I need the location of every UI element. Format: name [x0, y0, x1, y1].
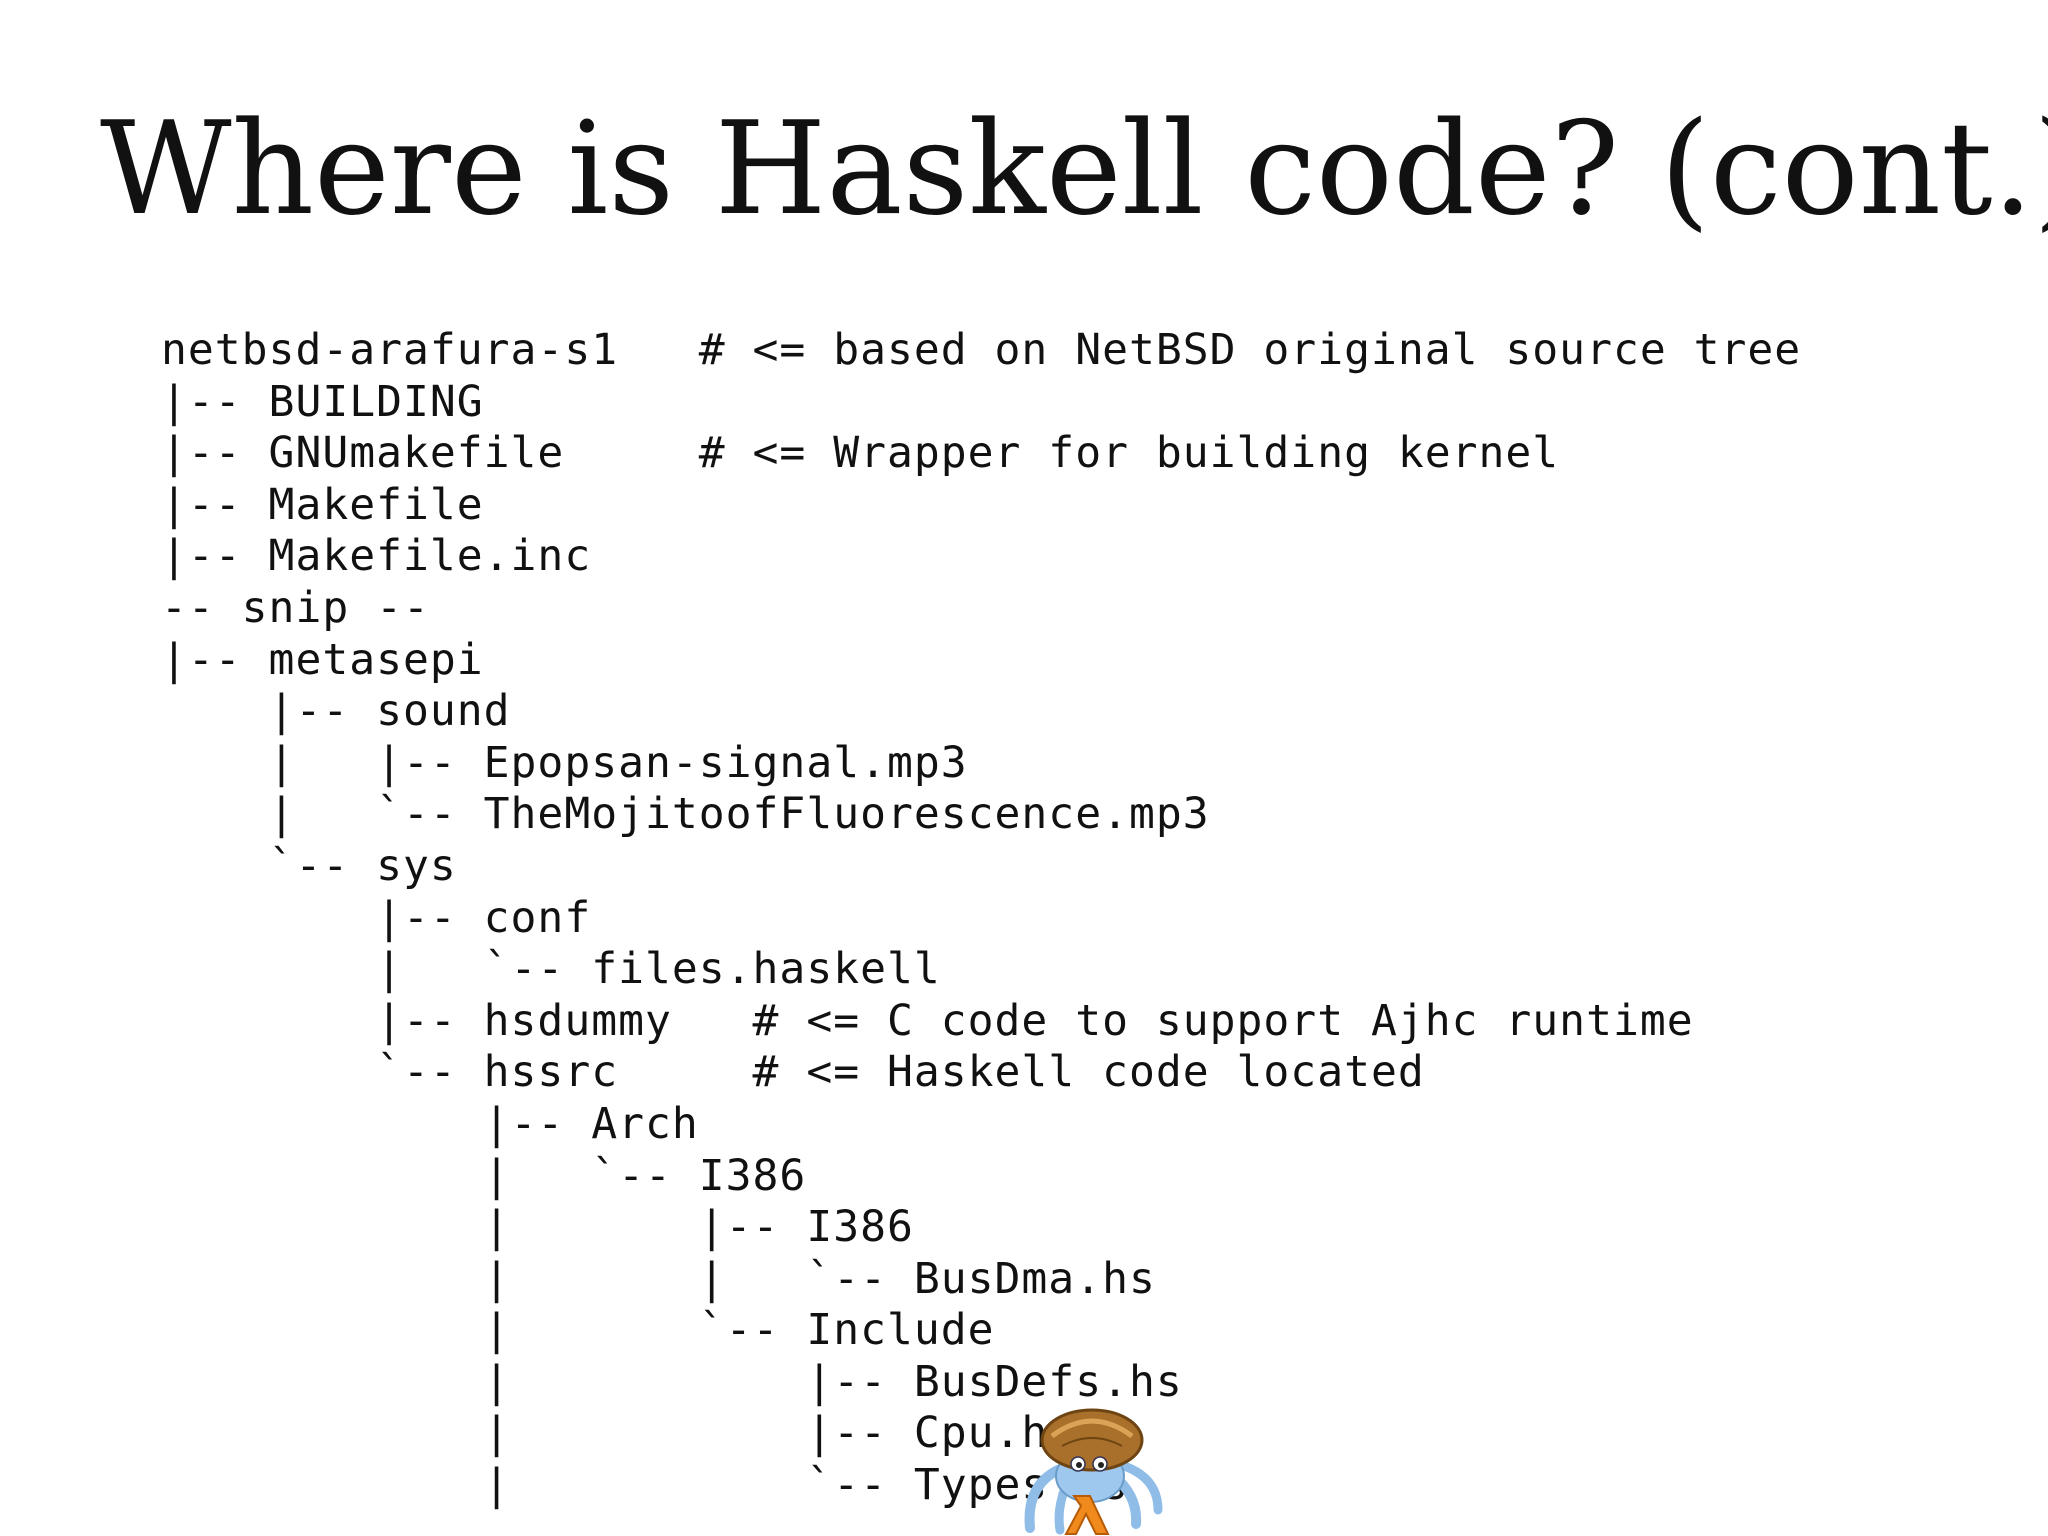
tree-line: | `-- I386 [161, 1150, 807, 1201]
tree-line: | `-- Include [161, 1305, 995, 1356]
tree-line: |-- GNUmakefile # <= Wrapper for buildin… [161, 428, 1560, 479]
tree-line: `-- hssrc # <= Haskell code located [161, 1047, 1425, 1098]
tree-line: netbsd-arafura-s1 # <= based on NetBSD o… [161, 325, 1802, 375]
tree-line: |-- hsdummy # <= C code to support Ajhc … [161, 995, 1694, 1046]
tree-line: |-- Arch [161, 1098, 699, 1149]
tree-line: | |-- Cpu.hs [161, 1408, 1076, 1459]
tree-line: |-- BUILDING [161, 376, 484, 427]
tree-line: -- snip -- [161, 582, 430, 633]
tree-line: |-- metasepi [161, 634, 484, 685]
ajhc-crab-mascot-icon [1024, 1408, 1163, 1535]
slide-title: Where is Haskell code? (cont.) [100, 95, 2048, 244]
tree-line: | | `-- BusDma.hs [161, 1253, 1156, 1304]
tree-line: |-- Makefile [161, 479, 484, 530]
tree-line: |-- sound [161, 686, 511, 737]
tree-line: |-- conf [161, 892, 592, 943]
tree-line: `-- sys [161, 840, 457, 891]
tree-line: | |-- I386 [161, 1202, 914, 1253]
tree-line: | |-- Epopsan-signal.mp3 [161, 737, 968, 788]
tree-line: | `-- TheMojitoofFluorescence.mp3 [161, 789, 1210, 840]
tree-line: | |-- BusDefs.hs [161, 1356, 1183, 1407]
tree-line: | `-- files.haskell [161, 944, 941, 995]
directory-tree: netbsd-arafura-s1 # <= based on NetBSD o… [161, 325, 1801, 1512]
tree-line: |-- Makefile.inc [161, 531, 592, 582]
tree-line: | `-- Types.hs [161, 1460, 1129, 1511]
